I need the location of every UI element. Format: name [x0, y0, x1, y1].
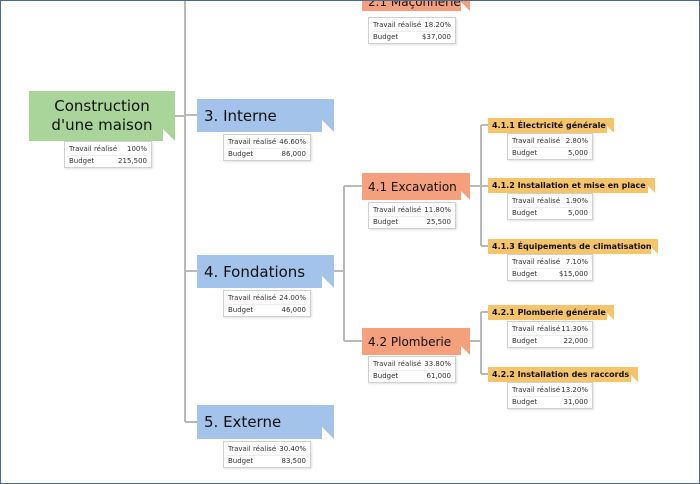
work-label: Travail réalisé [228, 445, 277, 453]
budget-label: Budget [373, 218, 399, 226]
work-label: Travail réalisé [512, 197, 561, 205]
fold-corner [461, 191, 470, 200]
budget-value: 83,500 [281, 457, 307, 465]
node-excavation[interactable]: 4.1 Excavation [362, 173, 470, 200]
work-value: 1.90% [565, 197, 588, 205]
budget-label: Budget [373, 33, 399, 41]
work-label: Travail réalisé [228, 294, 277, 302]
work-value: 7.10% [565, 258, 588, 266]
budget-value: 31,000 [563, 398, 589, 406]
node-413[interactable]: 4.1.3 Équipements de climatisation [488, 239, 658, 254]
fold-corner [651, 247, 658, 254]
work-label: Travail réalisé [512, 137, 561, 145]
node-foundations-title: 4. Fondations [204, 262, 306, 281]
work-label: Travail réalisé [373, 206, 422, 214]
work-label: Travail réalisé [228, 138, 277, 146]
node-foundations[interactable]: 4. Fondations [197, 255, 334, 288]
budget-value: 22,000 [563, 337, 589, 345]
node-plumbing[interactable]: 4.2 Plomberie [362, 328, 470, 355]
work-value: 2.80% [565, 137, 588, 145]
fold-corner [461, 346, 470, 355]
fold-corner [631, 375, 638, 382]
info-411: Travail réalisé 2.80% Budget 5,000 [507, 133, 593, 160]
info-root: Travail réalisé 100% Budget 215,500 [64, 141, 152, 168]
budget-label: Budget [512, 337, 538, 345]
node-masonry[interactable]: 2.1 Maçonnerie [362, 0, 470, 11]
budget-value: 46,000 [281, 306, 307, 314]
node-internal-title: 3. Interne [204, 106, 277, 125]
node-external[interactable]: 5. Externe [197, 405, 334, 439]
budget-label: Budget [512, 209, 538, 217]
budget-value: 5,000 [567, 149, 588, 157]
budget-label: Budget [228, 306, 254, 314]
fold-corner [322, 427, 334, 439]
budget-label: Budget [512, 149, 538, 157]
fold-corner [322, 120, 334, 132]
work-value: 11.30% [561, 325, 588, 333]
work-value: 11.80% [424, 206, 451, 214]
fold-corner [322, 276, 334, 288]
budget-value: $15,000 [559, 270, 588, 278]
fold-corner [461, 2, 470, 11]
node-412[interactable]: 4.1.2 Installation et mise en place [488, 178, 655, 193]
budget-label: Budget [373, 372, 399, 380]
budget-label: Budget [512, 398, 538, 406]
work-value: 30.40% [279, 445, 306, 453]
work-value: 33.80% [424, 360, 451, 368]
fold-corner [163, 129, 175, 141]
node-422-title: 4.2.2 Installation des raccords [492, 370, 630, 379]
work-label: Travail réalisé [512, 386, 561, 394]
work-value: 18.20% [424, 21, 451, 29]
work-value: 24.00% [279, 294, 306, 302]
work-label: Travail réalisé [512, 258, 561, 266]
work-value: 46.60% [279, 138, 306, 146]
node-masonry-title: 2.1 Maçonnerie [368, 0, 461, 9]
work-value: 13.20% [561, 386, 588, 394]
work-label: Travail réalisé [373, 360, 422, 368]
node-external-title: 5. Externe [204, 413, 282, 431]
node-421[interactable]: 4.2.1 Plomberie générale [488, 305, 614, 320]
node-412-title: 4.1.2 Installation et mise en place [492, 181, 646, 190]
budget-value: 25,500 [426, 218, 452, 226]
fold-corner [607, 126, 614, 133]
node-root[interactable]: Construction d'une maison [29, 91, 175, 141]
node-root-title-line1: Construction [54, 97, 150, 115]
node-411[interactable]: 4.1.1 Électricité générale [488, 118, 614, 133]
node-421-title: 4.2.1 Plomberie générale [492, 308, 606, 317]
budget-value: 215,500 [118, 157, 147, 165]
budget-value: 61,000 [426, 372, 452, 380]
budget-label: Budget [69, 157, 95, 165]
fold-corner [607, 313, 614, 320]
work-label: Travail réalisé [69, 145, 118, 153]
node-root-title-line2: d'une maison [51, 116, 153, 134]
work-value: 100% [126, 145, 147, 153]
node-internal[interactable]: 3. Interne [197, 99, 334, 132]
node-excavation-title: 4.1 Excavation [368, 179, 457, 194]
budget-label: Budget [512, 270, 538, 278]
info-412: Travail réalisé 1.90% Budget 5,000 [507, 193, 593, 220]
work-label: Travail réalisé [512, 325, 561, 333]
budget-label: Budget [228, 457, 254, 465]
info-413: Travail réalisé 7.10% Budget $15,000 [507, 254, 593, 281]
node-411-title: 4.1.1 Électricité générale [492, 121, 606, 130]
node-plumbing-title: 4.2 Plomberie [368, 334, 452, 349]
budget-value: $37,000 [422, 33, 451, 41]
work-label: Travail réalisé [373, 21, 422, 29]
budget-value: 86,000 [281, 150, 307, 158]
node-422[interactable]: 4.2.2 Installation des raccords [488, 367, 638, 382]
budget-value: 5,000 [567, 209, 588, 217]
budget-label: Budget [228, 150, 254, 158]
node-413-title: 4.1.3 Équipements de climatisation [492, 242, 652, 251]
fold-corner [648, 186, 655, 193]
